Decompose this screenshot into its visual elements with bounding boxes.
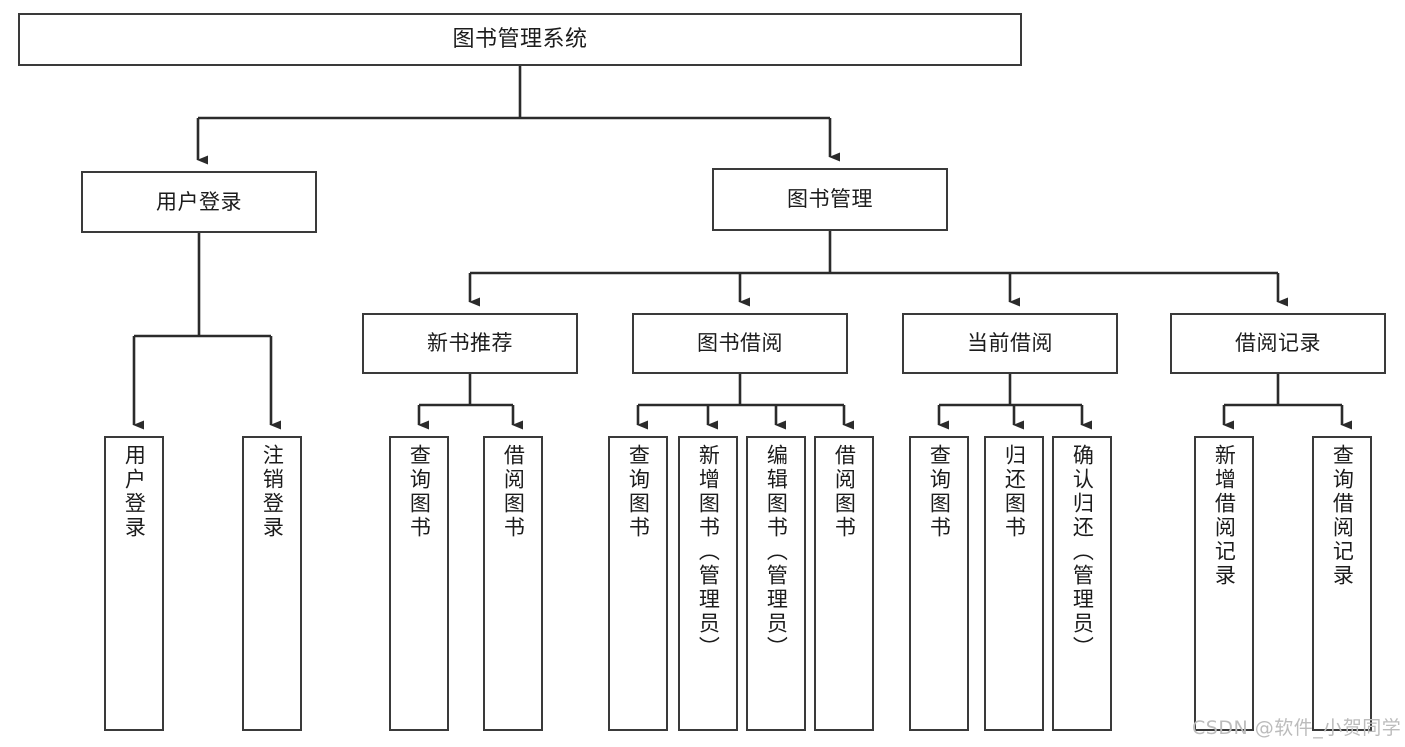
node-new-book-recommend[interactable]: 新书推荐 — [362, 313, 578, 374]
node-leaf-user-login[interactable]: 用户登录 — [104, 436, 164, 731]
node-borrow-record-label: 借阅记录 — [1235, 331, 1321, 356]
node-leaf-user-login-label: 用户登录 — [122, 444, 147, 540]
node-leaf-add-book[interactable]: 新增图书（管理员） — [678, 436, 738, 731]
node-leaf-query-record-label: 查询借阅记录 — [1330, 444, 1355, 588]
node-leaf-query-book-2-label: 查询图书 — [626, 444, 651, 540]
node-user-login[interactable]: 用户登录 — [81, 171, 317, 233]
node-leaf-return-book-label: 归还图书 — [1002, 444, 1027, 540]
node-borrow-record[interactable]: 借阅记录 — [1170, 313, 1386, 374]
node-leaf-add-record-label: 新增借阅记录 — [1212, 444, 1237, 588]
node-leaf-return-book[interactable]: 归还图书 — [984, 436, 1044, 731]
node-root[interactable]: 图书管理系统 — [18, 13, 1022, 66]
node-leaf-logout-login[interactable]: 注销登录 — [242, 436, 302, 731]
node-leaf-borrow-book-2-label: 借阅图书 — [832, 444, 857, 540]
node-leaf-borrow-book-1[interactable]: 借阅图书 — [483, 436, 543, 731]
node-leaf-confirm-return-label: 确认归还（管理员） — [1070, 444, 1095, 660]
node-leaf-borrow-book-1-label: 借阅图书 — [501, 444, 526, 540]
node-leaf-borrow-book-2[interactable]: 借阅图书 — [814, 436, 874, 731]
node-leaf-query-book-1-label: 查询图书 — [407, 444, 432, 540]
node-new-book-recommend-label: 新书推荐 — [427, 331, 513, 356]
node-leaf-query-book-3-label: 查询图书 — [927, 444, 952, 540]
node-leaf-add-book-label: 新增图书（管理员） — [696, 444, 721, 660]
node-leaf-edit-book-label: 编辑图书（管理员） — [764, 444, 789, 660]
csdn-watermark: CSDN @软件_小贺同学 — [1192, 717, 1402, 739]
node-leaf-add-record[interactable]: 新增借阅记录 — [1194, 436, 1254, 731]
node-leaf-query-record[interactable]: 查询借阅记录 — [1312, 436, 1372, 731]
node-current-borrow-label: 当前借阅 — [967, 331, 1053, 356]
node-leaf-confirm-return[interactable]: 确认归还（管理员） — [1052, 436, 1112, 731]
node-leaf-edit-book[interactable]: 编辑图书（管理员） — [746, 436, 806, 731]
node-user-login-label: 用户登录 — [156, 189, 242, 214]
node-leaf-query-book-3[interactable]: 查询图书 — [909, 436, 969, 731]
node-leaf-logout-login-label: 注销登录 — [260, 444, 285, 540]
node-book-borrow[interactable]: 图书借阅 — [632, 313, 848, 374]
node-book-manage[interactable]: 图书管理 — [712, 168, 948, 231]
node-leaf-query-book-1[interactable]: 查询图书 — [389, 436, 449, 731]
node-book-borrow-label: 图书借阅 — [697, 331, 783, 356]
node-leaf-query-book-2[interactable]: 查询图书 — [608, 436, 668, 731]
node-current-borrow[interactable]: 当前借阅 — [902, 313, 1118, 374]
node-root-label: 图书管理系统 — [452, 26, 588, 52]
node-book-manage-label: 图书管理 — [787, 187, 873, 212]
